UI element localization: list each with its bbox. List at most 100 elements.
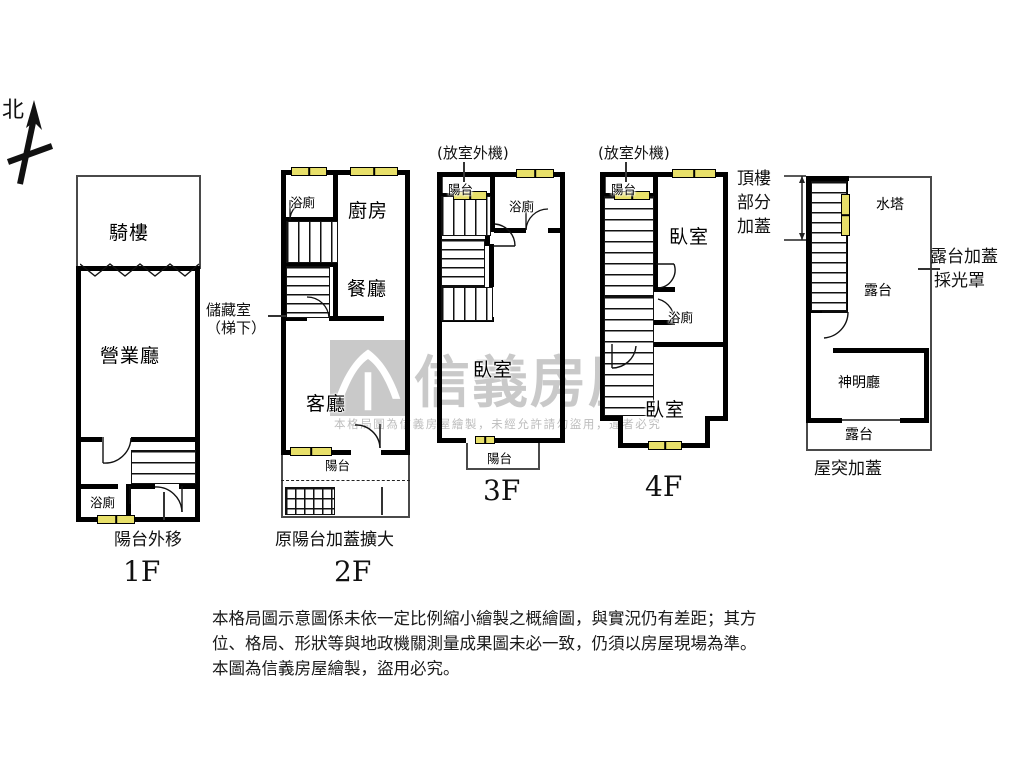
f4-wall-mid-left [653, 287, 675, 292]
f2-wall-right [405, 170, 410, 455]
f3-wall-right [560, 172, 565, 443]
leader-ac-3f [463, 162, 465, 182]
room-label-bathroom-2f: 浴廁 [290, 195, 316, 210]
door-bedroom-3f [493, 222, 521, 248]
leader-balcony-extended [381, 487, 383, 515]
f3-stair-stub-wall [485, 232, 490, 246]
staircase-1f [131, 450, 196, 484]
window-kitchen-2f [350, 167, 398, 176]
door-rooftop-terrace [822, 311, 854, 340]
compass-north-label: 北 [2, 98, 25, 123]
rf-edge-bottom [806, 449, 932, 451]
f3-bath-wall-left [490, 176, 495, 232]
leader-terrace-cover [918, 268, 940, 270]
annotation-top-floor-line1: 頂樓 [737, 169, 771, 189]
f2-stair-mid-wall [281, 262, 338, 267]
rf-shrine-wall-top [833, 348, 929, 353]
room-label-business-hall: 營業廳 [100, 345, 161, 367]
rf-shrine-wall-bottom-left [806, 418, 842, 423]
room-label-balcony-3f-top: 陽台 [448, 182, 474, 197]
f3-wall-top [437, 172, 565, 177]
window-bedroom-4f-top [672, 169, 716, 178]
f2-balcony-wall-right [408, 455, 410, 518]
arcade-wall-right [199, 175, 201, 269]
rf-edge-top [806, 176, 932, 178]
rf-edge-right [930, 176, 932, 451]
leader-storage [268, 315, 286, 317]
room-label-terrace-lower: 露台 [845, 427, 873, 443]
f3-balcony-bottom-right [538, 443, 540, 470]
rf-dimension-bracket [784, 175, 806, 241]
annotation-ac-3f: (放室外機) [437, 144, 509, 162]
annotation-ac-4f: (放室外機) [598, 144, 670, 162]
door-bedroom-4f-top [656, 263, 682, 290]
annotation-balcony-extended: 原陽台加蓋擴大 [275, 530, 394, 550]
f3-balcony-bottom-left [466, 443, 468, 470]
f4-bath-wall-bottom [653, 342, 723, 347]
window-bathroom-3f [516, 169, 554, 178]
f2-balcony-wall-bottom [281, 516, 410, 518]
f3-bath-wall-bottom-right [548, 228, 565, 233]
disclaimer-line-1: 本格局圖示意圖係未依一定比例縮小繪製之概繪圖，與實況仍有差距；其方 [212, 609, 757, 628]
bath-partition-wall [126, 484, 131, 522]
disclaimer-line-3: 本圖為信義房屋繪製，盜用必究。 [212, 659, 460, 679]
room-label-balcony-4f: 陽台 [611, 182, 637, 197]
shop-wall-bottom [76, 517, 200, 522]
f3-balcony-bottom-edge [466, 468, 540, 470]
window-balcony-3f [453, 191, 487, 200]
rear-wall-right [179, 484, 200, 489]
shop-rear-wall-right-seg [131, 437, 200, 442]
f4-wall-top [600, 172, 728, 177]
floor-label-4f: 4F [645, 470, 683, 503]
staircase-3f-mid [441, 239, 485, 287]
f2-under-stair-wall-left [281, 316, 307, 321]
room-label-bedroom-4f-bottom: 臥室 [645, 399, 686, 421]
door-bathroom-3f [524, 208, 550, 232]
room-label-bathroom-4f: 浴廁 [668, 310, 694, 325]
door-storage-under-stairs [305, 296, 331, 320]
f4-notch-top-left [600, 416, 623, 421]
room-label-bedroom-4f-top: 臥室 [669, 226, 710, 248]
north-arrow-icon [6, 100, 54, 185]
f2-wall-bottom-right [381, 450, 410, 455]
rf-shrine-wall-right [924, 348, 929, 423]
annotation-rooftop-addition: 屋突加蓋 [814, 459, 882, 479]
f4-wall-right [723, 172, 728, 420]
arcade-wall-top [76, 175, 200, 177]
leader-balcony-relocated [163, 492, 165, 520]
rf-shrine-wall-bottom-right [900, 418, 929, 423]
f4-notch-wall-right [705, 416, 710, 448]
staircase-3f-lower [441, 287, 493, 321]
room-label-bedroom-3f: 臥室 [473, 359, 514, 381]
door-balcony-2f [352, 424, 382, 452]
room-label-bathroom-3f: 浴廁 [509, 199, 535, 214]
room-label-kitchen-2f: 廚房 [348, 200, 389, 222]
disclaimer: 本格局圖示意圖係未依一定比例縮小繪製之概繪圖，與實況仍有差距；其方 位、格局、形… [212, 606, 832, 681]
f2-bath-wall-right [333, 175, 338, 222]
stair-base-wall [131, 484, 155, 489]
staircase-4f-lower [604, 296, 654, 416]
disclaimer-line-2: 位、格局、形狀等與地政機關測量成果圖未必一致，仍須以房屋現場為準。 [212, 634, 757, 654]
annotation-balcony-relocated: 陽台外移 [114, 530, 182, 550]
door-rear-1f [152, 486, 184, 518]
f2-bath-wall-bottom [286, 217, 338, 222]
staircase-2f-upper [286, 221, 338, 263]
room-label-dining-2f: 餐廳 [347, 278, 388, 300]
window-bedroom-4f-bottom [648, 441, 682, 450]
arcade-wall-left [76, 175, 78, 269]
f3-bath-wall-bottom-left [494, 228, 526, 233]
f3-wall-bottom-left [437, 438, 466, 443]
window-balcony-3f-bottom [475, 436, 495, 444]
shop-wall-top [76, 266, 200, 271]
annotation-storage-line2: （梯下） [206, 319, 267, 337]
f2-wall-left [281, 170, 286, 455]
room-label-terrace-upper: 露台 [864, 283, 892, 299]
room-label-water-tower: 水塔 [876, 197, 904, 213]
rf-shrine-opening [841, 419, 901, 421]
room-label-arcade: 騎樓 [109, 222, 150, 244]
rf-edge-left-lower [806, 420, 808, 451]
f2-original-balcony-dashed-edge [281, 480, 410, 481]
f2-under-stair-wall-right [329, 316, 384, 321]
annotation-top-floor-line3: 加蓋 [737, 217, 771, 237]
shop-wall-left [76, 266, 81, 522]
